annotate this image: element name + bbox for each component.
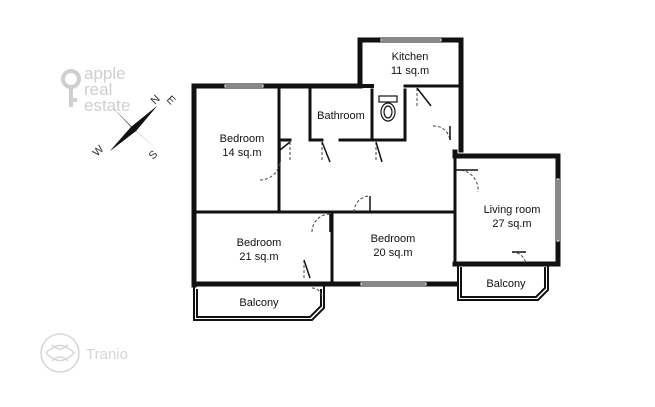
balcony-left-name: Balcony — [239, 297, 279, 309]
room-bedroom-20: Bedroom 20 sq.m — [371, 233, 416, 259]
bedroom-14-area: 14 sq.m — [222, 147, 261, 159]
bedroom-21-area: 21 sq.m — [239, 251, 278, 263]
room-balcony-left: Balcony — [239, 297, 279, 309]
balcony-right-outline — [457, 264, 549, 301]
living-room-area: 27 sq.m — [492, 218, 531, 230]
tranio-logo-icon — [40, 333, 80, 373]
balcony-left-outline — [193, 286, 325, 321]
living-room-name: Living room — [484, 204, 541, 216]
kitchen-area: 11 sq.m — [391, 65, 429, 77]
room-living-room: Living room 27 sq.m — [484, 204, 541, 230]
tranio-text: Tranio — [86, 346, 128, 363]
logo-line-2: real — [84, 80, 112, 99]
bedroom-14-name: Bedroom — [220, 133, 265, 145]
door-leaves — [279, 87, 526, 279]
balcony-right-name: Balcony — [486, 278, 526, 290]
room-balcony-right: Balcony — [486, 278, 526, 290]
bedroom-20-area: 20 sq.m — [373, 247, 412, 259]
room-kitchen: Kitchen 11 sq.m — [391, 51, 429, 77]
logo-line-1: apple — [84, 64, 126, 83]
compass-rose-icon — [110, 106, 158, 151]
key-icon — [61, 69, 81, 107]
bathroom-name: Bathroom — [317, 110, 365, 122]
room-bedroom-21: Bedroom 21 sq.m — [237, 237, 282, 263]
kitchen-name: Kitchen — [392, 51, 429, 63]
apple-real-estate-logo: apple real estate — [61, 64, 130, 115]
logo-line-3: estate — [84, 96, 130, 115]
bedroom-20-name: Bedroom — [371, 233, 416, 245]
room-bathroom: Bathroom — [317, 110, 365, 122]
walls — [191, 37, 561, 288]
bedroom-21-name: Bedroom — [237, 237, 282, 249]
room-bedroom-14: Bedroom 14 sq.m — [220, 133, 265, 159]
tranio-watermark: Tranio — [40, 333, 128, 373]
toilet-icon — [378, 95, 398, 122]
